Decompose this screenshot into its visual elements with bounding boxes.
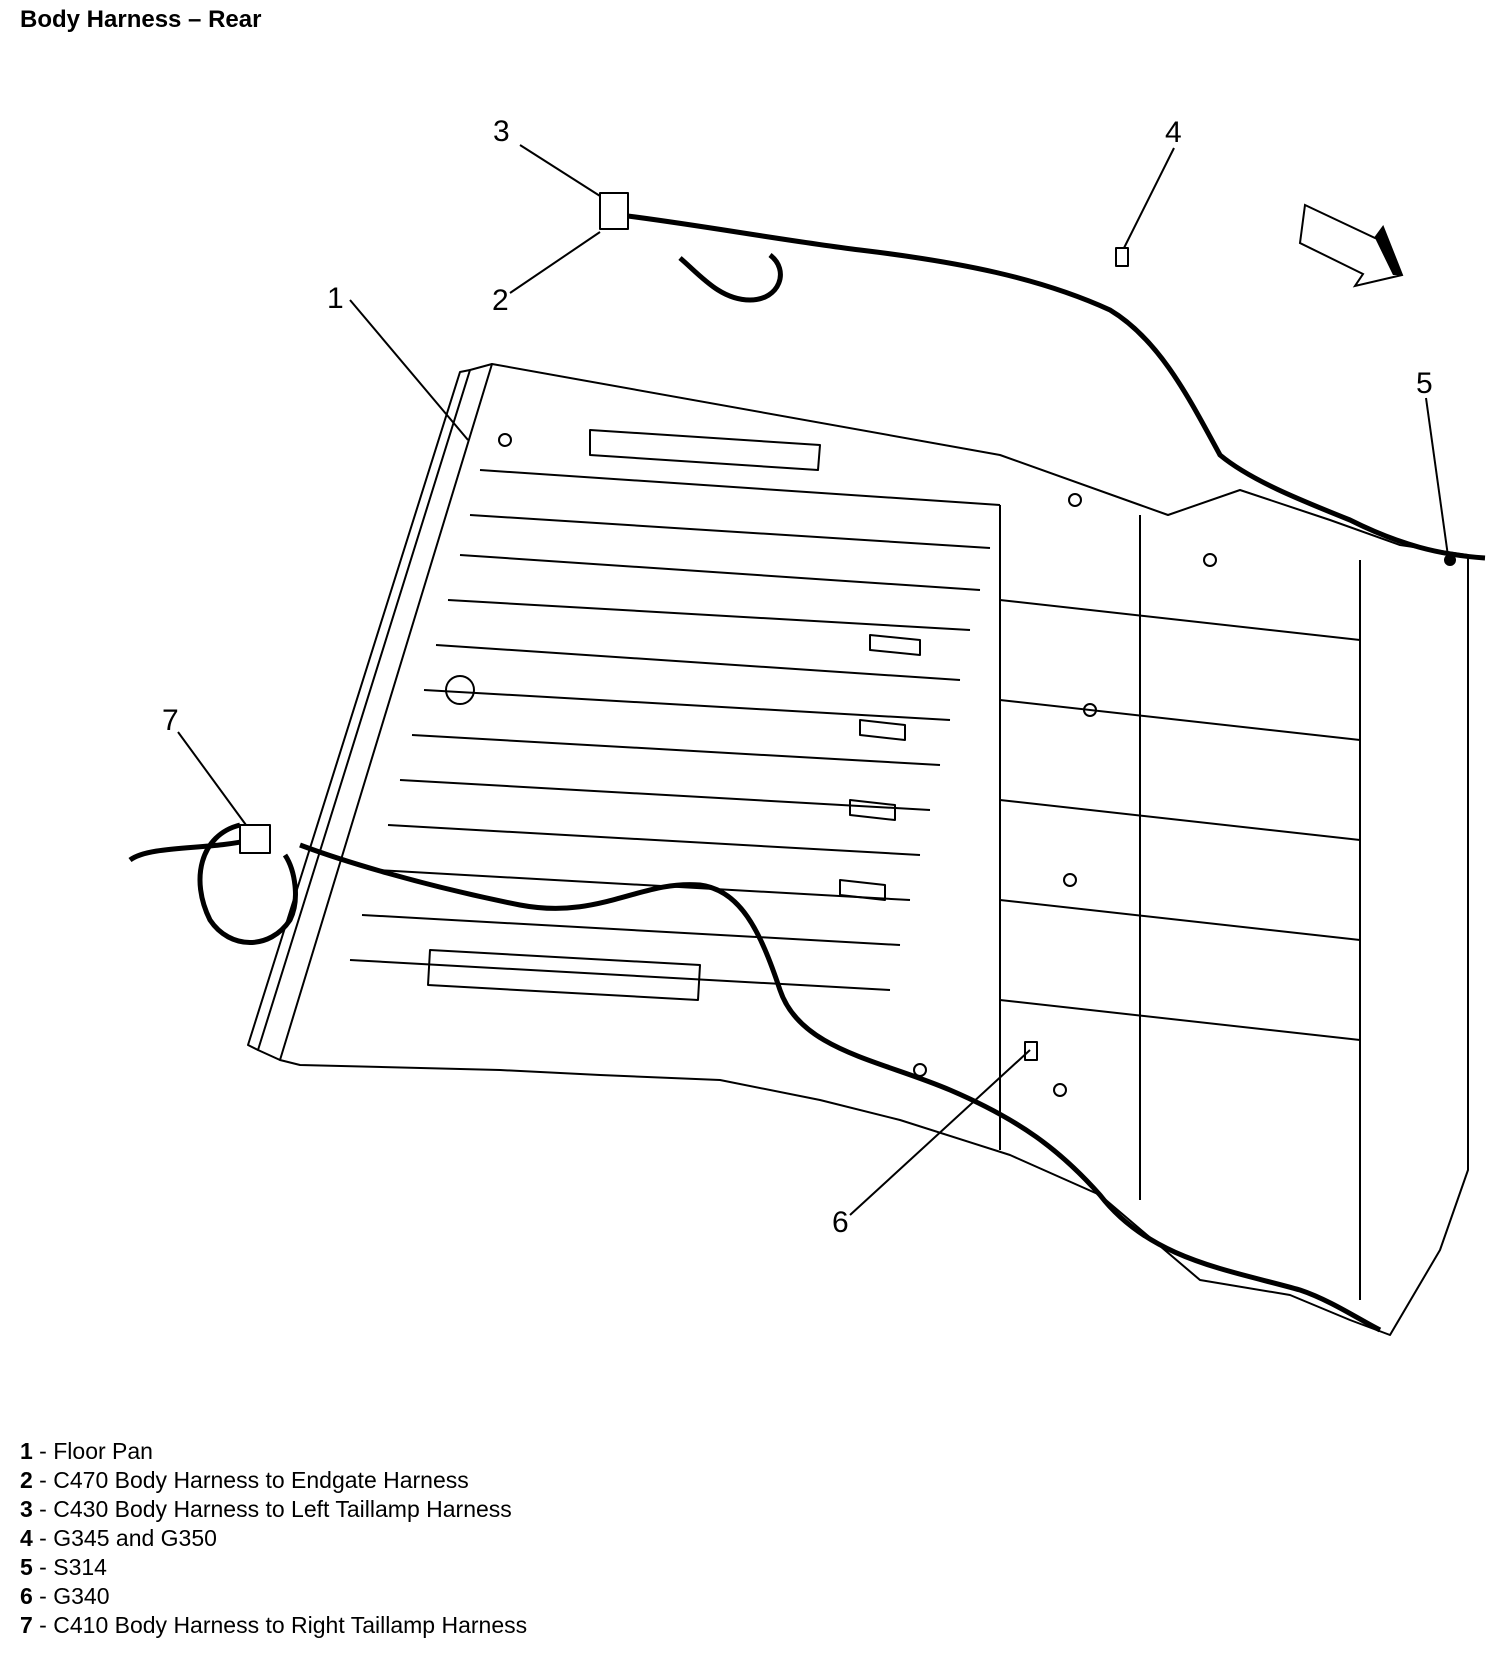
- g345-g350-ground-terminal: [1115, 247, 1129, 267]
- callout-2: 2: [492, 284, 509, 317]
- leader-line-2: [509, 231, 601, 294]
- leader-line-4: [1123, 147, 1175, 249]
- s314-splice: [1444, 554, 1456, 566]
- leader-line-5: [1425, 397, 1449, 557]
- legend: 1 - Floor Pan 2 - C470 Body Harness to E…: [20, 1437, 527, 1640]
- callout-3: 3: [493, 115, 510, 148]
- legend-item: 5 - S314: [20, 1554, 107, 1580]
- c410-connector: [239, 824, 271, 854]
- callout-6: 6: [832, 1206, 849, 1239]
- legend-item: 7 - C410 Body Harness to Right Taillamp …: [20, 1612, 528, 1638]
- leader-line-3: [519, 144, 601, 197]
- c430-connector: [599, 192, 629, 230]
- callout-1: 1: [327, 282, 344, 315]
- leader-line-7: [177, 731, 247, 826]
- legend-item: 4 - G345 and G350: [20, 1525, 217, 1551]
- floor-pan: [247, 363, 1469, 1336]
- forward-arrow-icon: [1298, 203, 1404, 288]
- page-title: Body Harness – Rear: [20, 6, 262, 33]
- callout-4: 4: [1165, 116, 1182, 149]
- legend-item: 1 - Floor Pan: [20, 1438, 153, 1464]
- callout-5: 5: [1416, 367, 1433, 400]
- callout-7: 7: [162, 704, 179, 737]
- leader-line-1: [349, 299, 469, 441]
- legend-item: 2 - C470 Body Harness to Endgate Harness: [20, 1467, 469, 1493]
- lower-harness: [128, 822, 1382, 1333]
- legend-item: 6 - G340: [20, 1583, 110, 1609]
- legend-item: 3 - C430 Body Harness to Left Taillamp H…: [20, 1496, 512, 1522]
- harness-diagram: 1 2 3 4 5 6 7: [128, 115, 1486, 1336]
- upper-harness: [619, 212, 1486, 561]
- g340-ground-terminal: [1024, 1041, 1038, 1061]
- leader-line-6: [849, 1049, 1031, 1216]
